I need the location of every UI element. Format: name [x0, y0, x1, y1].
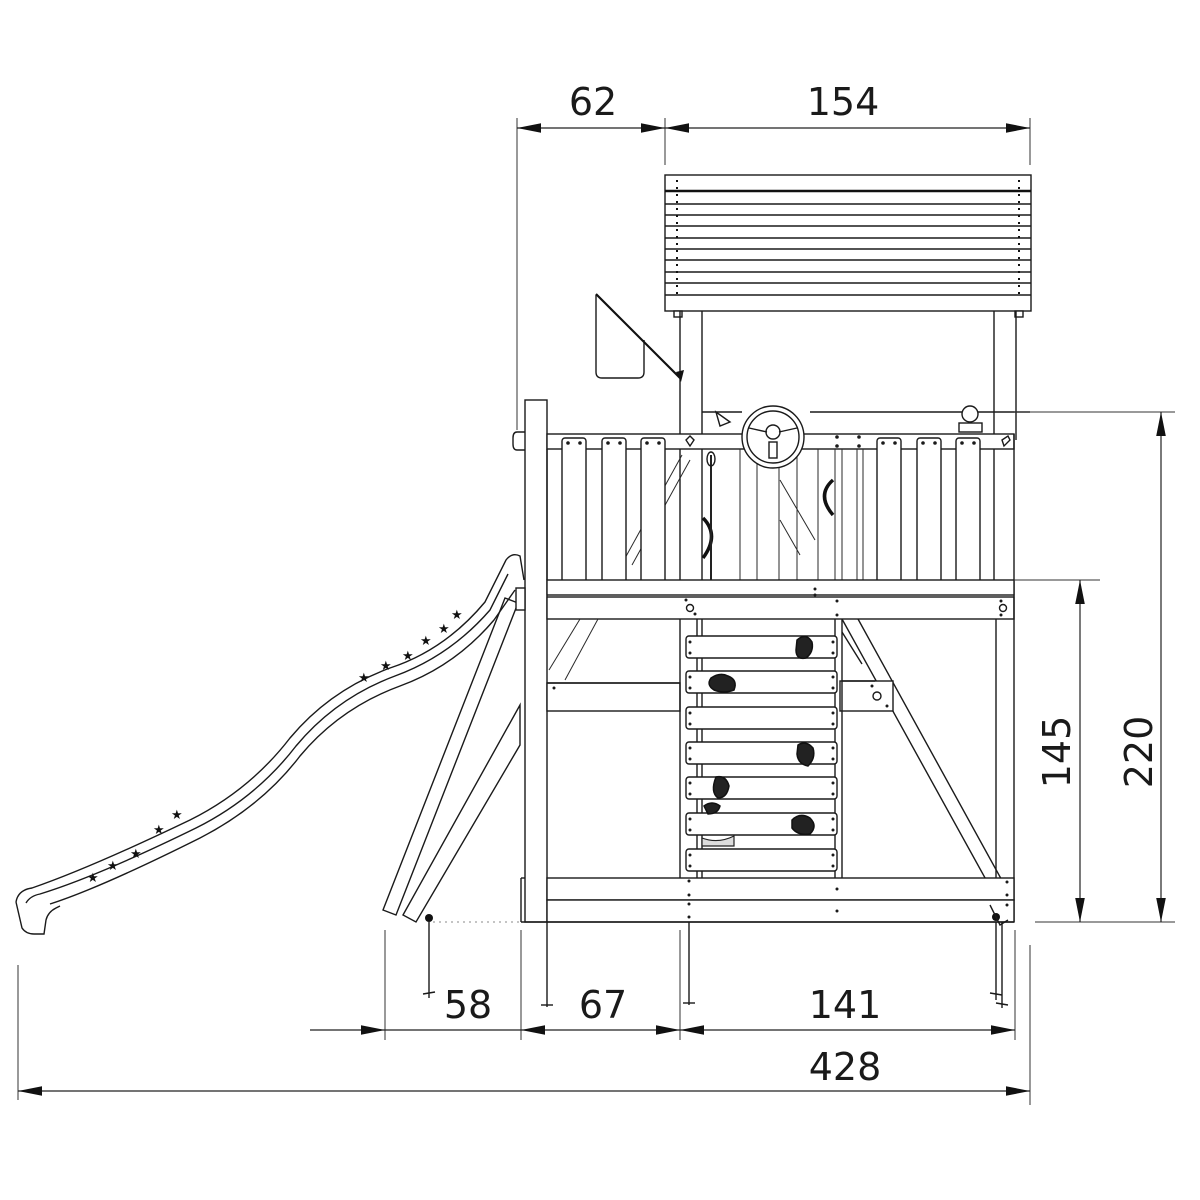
upper-posts — [679, 311, 1017, 440]
svg-text:★: ★ — [87, 871, 99, 886]
dim-label-145: 145 — [1035, 716, 1079, 789]
dim-label-58: 58 — [444, 983, 492, 1027]
left-post — [512, 399, 548, 923]
railing-boards-left — [561, 437, 666, 595]
svg-text:★: ★ — [130, 847, 142, 862]
handle-icon — [701, 451, 835, 580]
slide-stars: ★ ★ ★ ★ ★ ★ ★ ★ ★ ★ ★ — [87, 608, 463, 886]
svg-text:★: ★ — [358, 671, 370, 686]
dim-label-62: 62 — [569, 80, 617, 124]
dim-label-154: 154 — [807, 80, 880, 124]
dim-label-67: 67 — [579, 983, 627, 1027]
telescope-icon — [810, 405, 1030, 433]
lower-frame — [546, 595, 1015, 922]
top-dimensions: 62 154 — [516, 80, 1031, 430]
svg-text:★: ★ — [451, 608, 463, 623]
right-dimensions: 145 220 — [1014, 411, 1175, 923]
ground-anchors — [422, 922, 1009, 1008]
base — [520, 877, 1015, 927]
svg-text:★: ★ — [380, 659, 392, 674]
svg-text:★: ★ — [171, 808, 183, 823]
dim-label-428: 428 — [809, 1045, 882, 1089]
svg-text:★: ★ — [402, 649, 414, 664]
dim-label-220: 220 — [1117, 716, 1161, 789]
steering-wheel-icon — [702, 405, 805, 469]
climbing-wall — [685, 635, 838, 872]
climbing-hold-icon — [701, 635, 815, 847]
flag-icon — [595, 293, 684, 382]
dim-label-141: 141 — [809, 983, 882, 1027]
svg-text:★: ★ — [438, 622, 450, 637]
railing-boards-right — [876, 437, 981, 595]
bottom-dimensions: 58 67 141 428 — [17, 930, 1031, 1105]
svg-text:★: ★ — [153, 823, 165, 838]
slide-support — [382, 587, 526, 923]
roof — [664, 174, 1032, 318]
svg-text:★: ★ — [107, 859, 119, 874]
slide: ★ ★ ★ ★ ★ ★ ★ ★ ★ ★ ★ — [15, 553, 525, 935]
svg-text:★: ★ — [420, 634, 432, 649]
deck — [546, 579, 1100, 620]
